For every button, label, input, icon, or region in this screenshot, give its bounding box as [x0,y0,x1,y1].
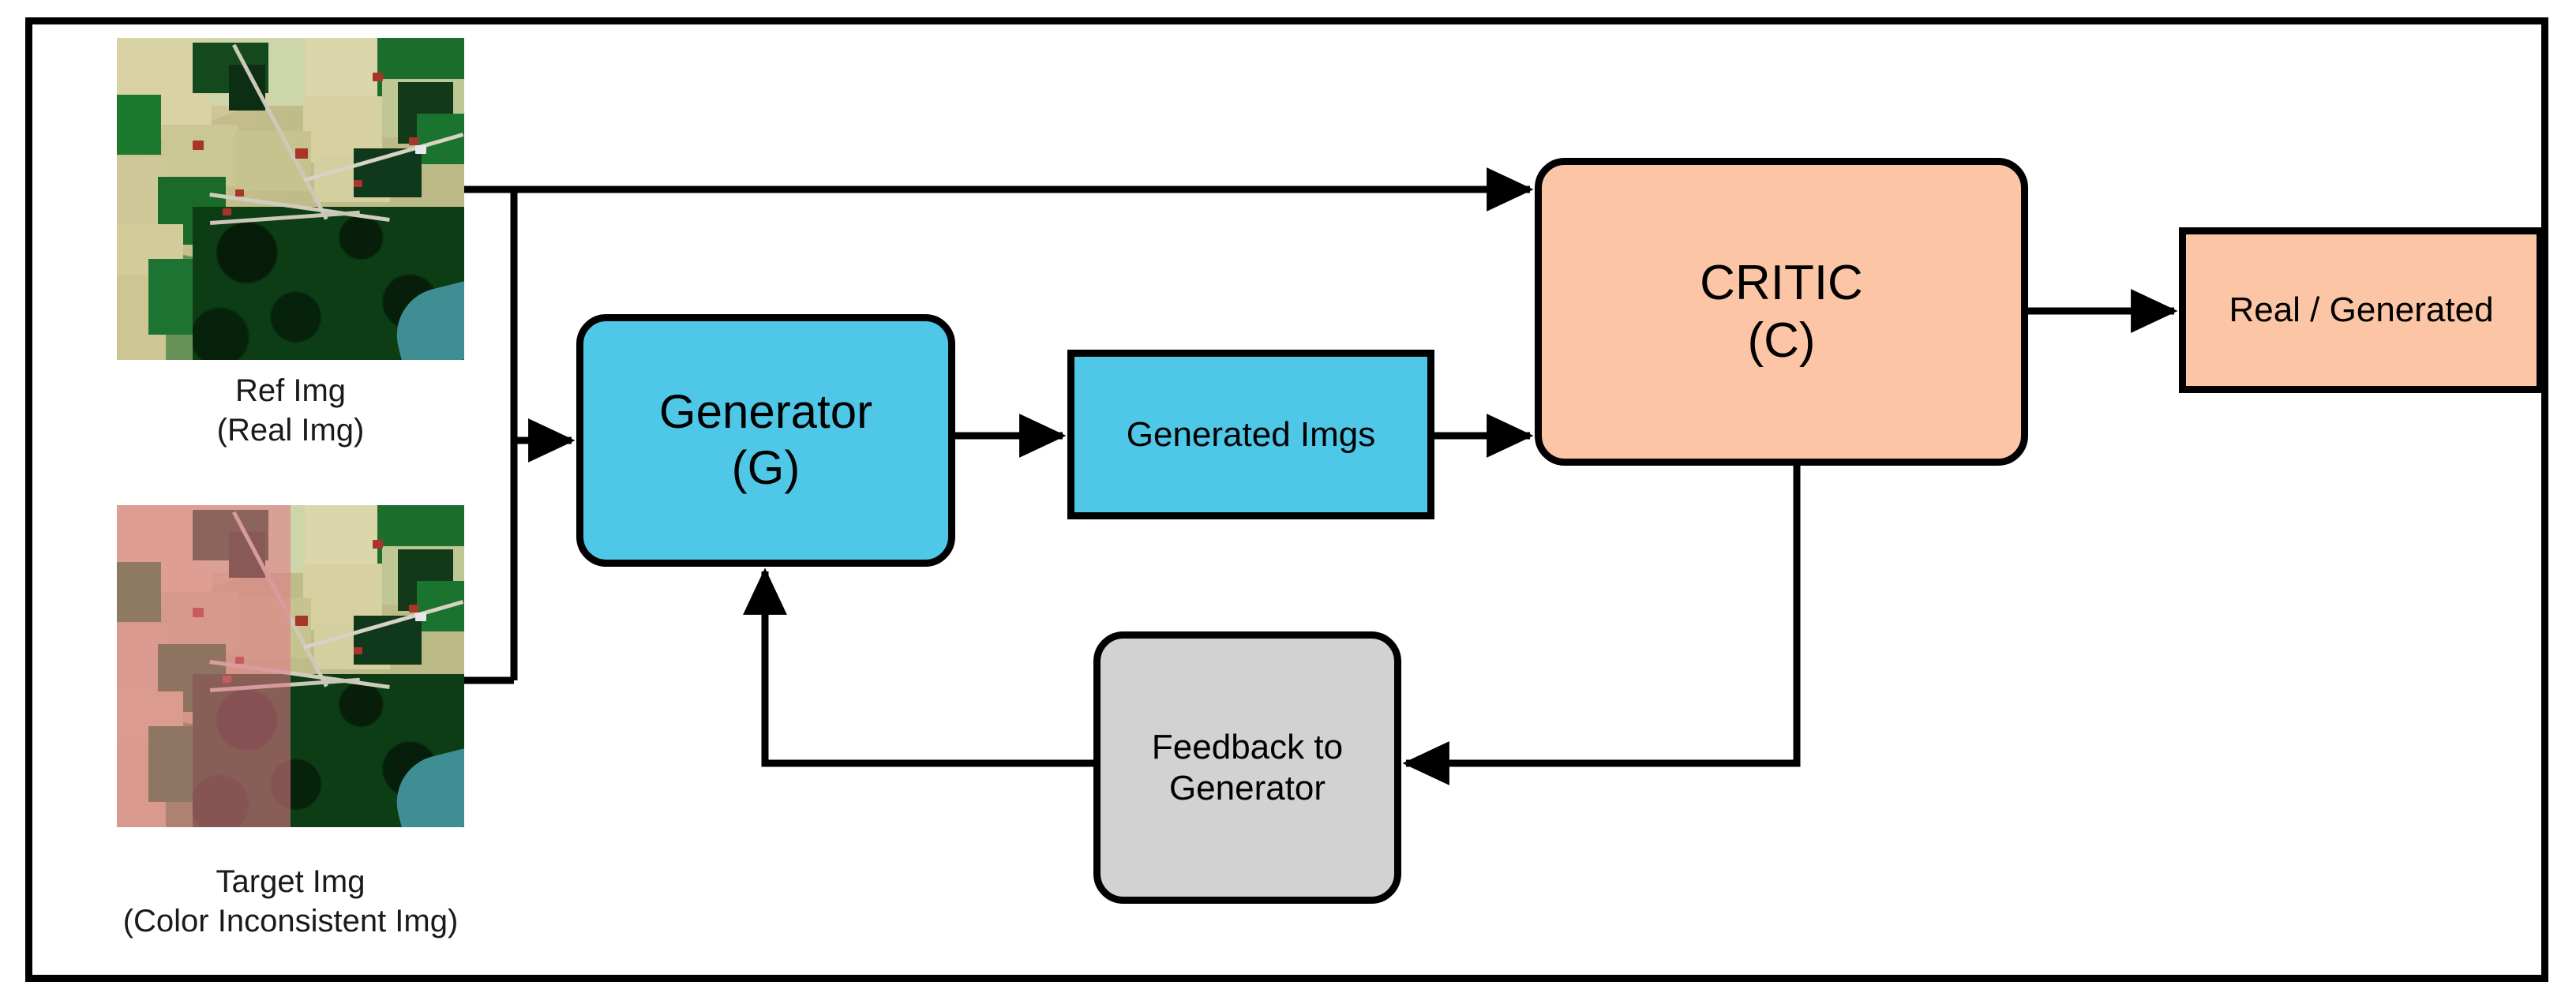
generator-label-line2: (G) [731,441,801,494]
feedback-label-line1: Feedback to [1151,727,1344,766]
ref-parcel [163,125,238,186]
ref-building [373,73,383,81]
generated-imgs-node[interactable]: Generated Imgs [1067,350,1434,519]
generator-label-line1: Generator [658,385,873,439]
ref-building [235,189,244,197]
target-image-thumbnail [117,505,464,827]
target-caption-line2: (Color Inconsistent Img) [122,904,459,938]
ref-building [193,140,204,150]
real-generated-label: Real / Generated [2229,290,2494,330]
ref-parcel [305,38,381,99]
feedback-label: Feedback to Generator [1152,727,1343,809]
critic-label: CRITIC (C) [1700,254,1863,369]
ref-caption-line1: Ref Img [234,373,347,408]
ref-image-thumbnail [117,38,464,360]
target-image-caption: Target Img (Color Inconsistent Img) [14,862,567,941]
ref-building [223,208,231,215]
target-building [295,616,308,626]
target-building [373,540,383,549]
critic-label-line1: CRITIC [1700,255,1863,310]
ref-building [295,148,308,159]
target-parcel [305,505,381,567]
real-generated-output-node[interactable]: Real / Generated [2179,227,2544,393]
ref-parcel [235,131,311,191]
generator-node[interactable]: Generator (G) [576,314,955,567]
ref-building [354,180,362,187]
target-pink-color-cast [117,505,291,827]
diagram-outer-border [25,17,2548,982]
target-building [409,605,418,613]
feedback-node[interactable]: Feedback to Generator [1093,631,1401,904]
generator-label: Generator (G) [659,384,872,496]
target-building [415,613,426,621]
feedback-label-line2: Generator [1168,768,1326,807]
generated-imgs-label: Generated Imgs [1126,414,1376,454]
critic-label-line2: (C) [1747,313,1816,368]
target-building [354,647,362,654]
ref-building [409,137,418,145]
ref-caption-line2: (Real Img) [216,413,365,448]
target-caption-line1: Target Img [216,864,366,899]
ref-image-caption: Ref Img (Real Img) [77,371,504,450]
critic-node[interactable]: CRITIC (C) [1535,158,2028,466]
ref-building [415,145,426,154]
ref-parcel [117,95,161,155]
